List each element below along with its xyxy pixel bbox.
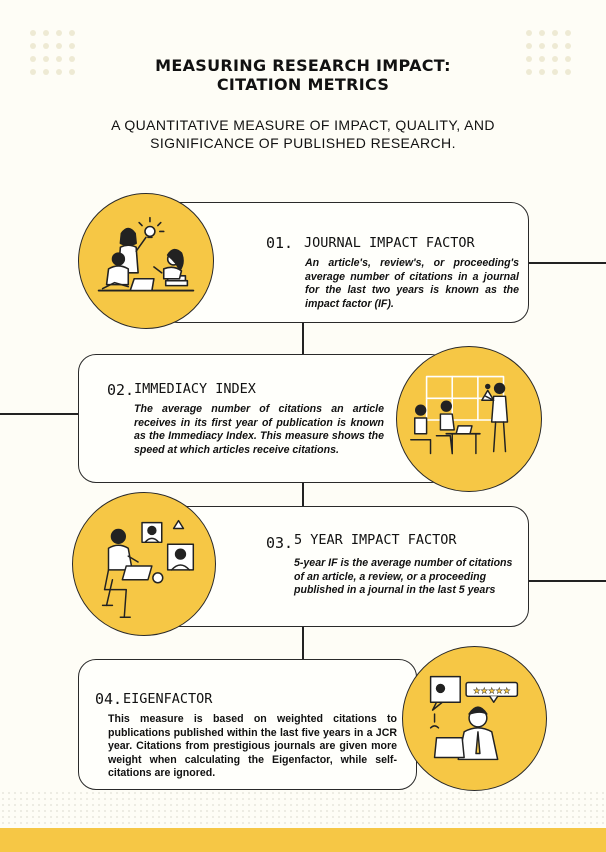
metric-card-journal-impact-factor	[160, 202, 529, 323]
metric-description-3: 5-year IF is the average number of citat…	[294, 557, 513, 597]
metric-heading-4: EIGENFACTOR	[123, 691, 213, 707]
metric-number-4: 04.	[95, 690, 123, 708]
rating-stars-icon: ★★★★★	[473, 685, 511, 695]
metric-heading-2: IMMEDIACY INDEX	[134, 381, 256, 397]
metric-card-eigenfactor	[78, 659, 417, 790]
metric-description-1: An article's, review's, or proceeding's …	[305, 257, 519, 310]
laptop-video-call-icon	[101, 519, 195, 618]
metric-heading-3: 5 YEAR IMPACT FACTOR	[294, 532, 457, 548]
decorative-dots-left	[30, 30, 75, 75]
review-rating-stars-icon: ★★★★★	[429, 675, 519, 761]
connector-line	[528, 262, 606, 264]
metric-description-2: The average number of citations an artic…	[134, 403, 384, 456]
connector-line	[0, 413, 78, 415]
connector-line	[528, 580, 606, 582]
page-title-line-2: CITATION METRICS	[216, 75, 390, 94]
team-presentation-chart-icon	[410, 375, 509, 455]
connector-line	[302, 482, 304, 507]
connector-line	[302, 322, 304, 355]
metric-heading-1: JOURNAL IMPACT FACTOR	[304, 235, 475, 251]
metric-card-immediacy-index	[78, 354, 449, 483]
metric-illustration-1	[78, 193, 214, 329]
decorative-dots-right	[526, 30, 571, 75]
metric-illustration-3	[72, 492, 216, 636]
metric-illustration-2	[396, 346, 542, 492]
people-brainstorming-lightbulb-icon	[97, 216, 195, 292]
page-title-line-1: MEASURING RESEARCH IMPACT:	[155, 56, 451, 75]
decorative-dot-pattern	[0, 790, 606, 828]
footer-band	[0, 828, 606, 852]
page-title: MEASURING RESEARCH IMPACT: CITATION METR…	[0, 56, 606, 94]
metric-description-4: This measure is based on weighted citati…	[108, 713, 397, 780]
connector-line	[302, 626, 304, 659]
metric-number-3: 03.	[266, 534, 294, 552]
metric-illustration-4: ★★★★★	[402, 646, 547, 791]
metric-number-2: 02.	[107, 381, 135, 399]
page-subtitle: A QUANTITATIVE MEASURE OF IMPACT, QUALIT…	[111, 117, 495, 151]
metric-number-1: 01.	[266, 234, 294, 252]
